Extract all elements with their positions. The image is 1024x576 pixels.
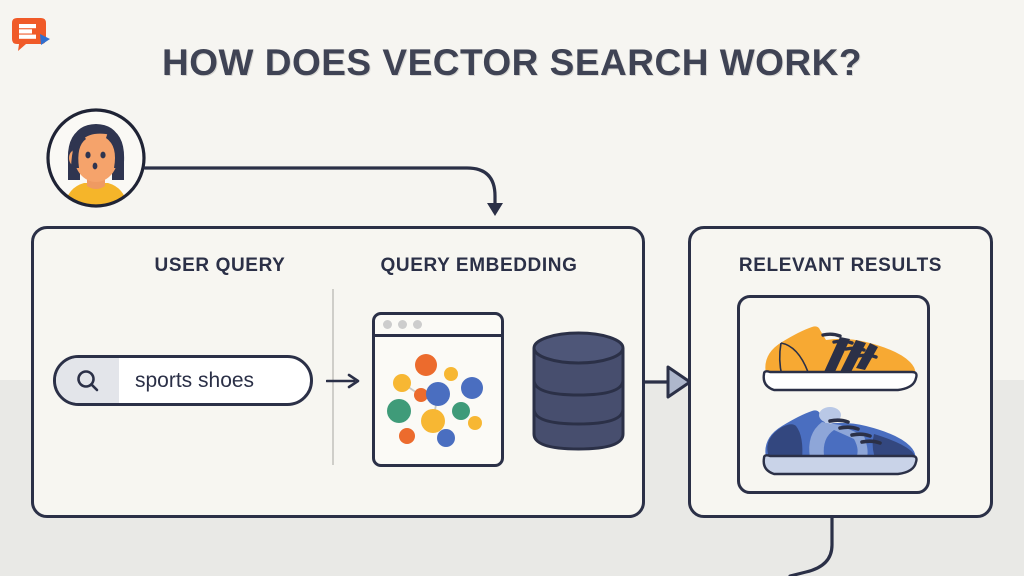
sneaker-orange[interactable] xyxy=(748,310,925,398)
scatter-point-2 xyxy=(393,373,412,392)
results-card[interactable] xyxy=(737,295,930,494)
embedding-browser-window xyxy=(372,312,504,467)
panel-query-pipeline: USER QUERY QUERY EMBEDDING sports shoes xyxy=(31,226,645,518)
heading-query-embedding: QUERY EMBEDDING xyxy=(380,255,578,276)
e-speech-bubble-logo[interactable] xyxy=(10,17,56,53)
heading-user-query: USER QUERY xyxy=(154,255,286,276)
scatter-point-4 xyxy=(426,382,450,407)
search-icon-box xyxy=(56,358,119,403)
embedding-scatter-plot xyxy=(375,337,501,464)
scatter-point-9 xyxy=(467,416,482,431)
sneaker-blue[interactable] xyxy=(748,394,925,482)
scatter-point-5 xyxy=(460,377,483,400)
section-divider xyxy=(332,289,334,465)
arrow-right-icon xyxy=(326,373,360,389)
search-input-value: sports shoes xyxy=(135,368,255,392)
page-title: HOW DOES VECTOR SEARCH WORK? xyxy=(162,42,862,83)
search-input[interactable]: sports shoes xyxy=(53,355,313,406)
user-avatar xyxy=(44,106,148,210)
browser-dot-1 xyxy=(383,320,392,329)
panel-relevant-results: RELEVANT RESULTS xyxy=(688,226,993,518)
scatter-point-11 xyxy=(437,428,456,447)
search-icon xyxy=(76,369,98,391)
browser-dot-2 xyxy=(398,320,407,329)
heading-relevant-results: RELEVANT RESULTS xyxy=(738,255,943,276)
scatter-point-0 xyxy=(414,354,437,377)
scatter-point-7 xyxy=(452,401,471,420)
vector-database-cylinder xyxy=(531,330,626,452)
scatter-point-6 xyxy=(387,398,412,423)
browser-dot-3 xyxy=(413,320,422,329)
scatter-point-3 xyxy=(413,388,428,403)
scatter-point-1 xyxy=(444,366,459,381)
scatter-point-10 xyxy=(399,427,416,444)
browser-title-bar xyxy=(375,315,501,337)
